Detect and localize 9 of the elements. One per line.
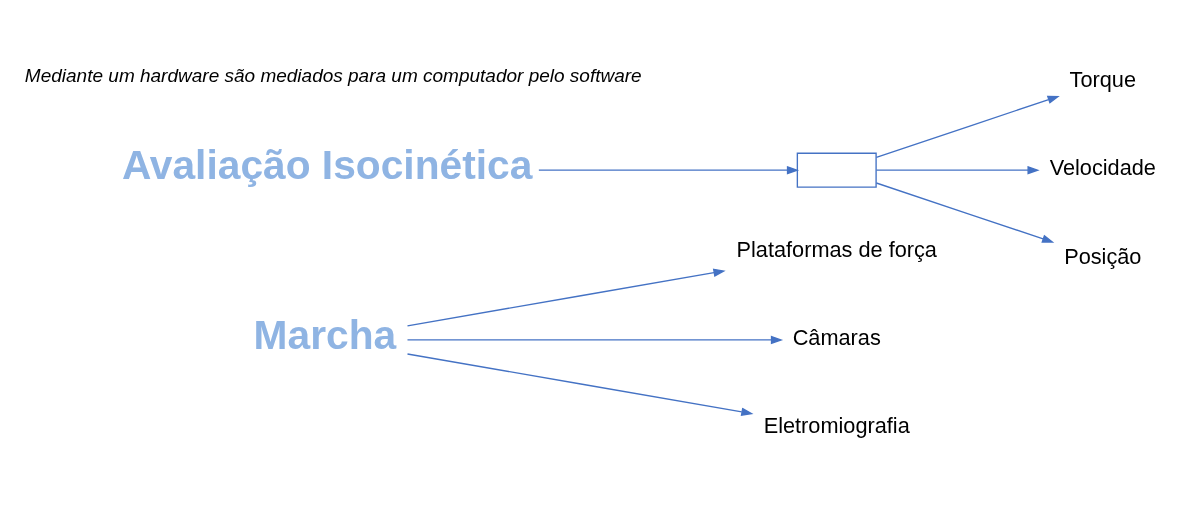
node-text: Câmaras	[792, 325, 881, 351]
node-text: Eletromiografia	[763, 413, 910, 439]
node-text: Avaliação Isocinética	[121, 142, 533, 189]
node-text: Posição	[1064, 243, 1142, 269]
node-text: Velocidade	[1049, 155, 1156, 181]
label: Mediante um hardware são mediados para um computador pelo software	[24, 64, 642, 86]
node-text: Plataformas de força	[736, 236, 937, 262]
node-text: Torque	[1069, 67, 1137, 93]
node-text: Marcha	[253, 311, 397, 358]
